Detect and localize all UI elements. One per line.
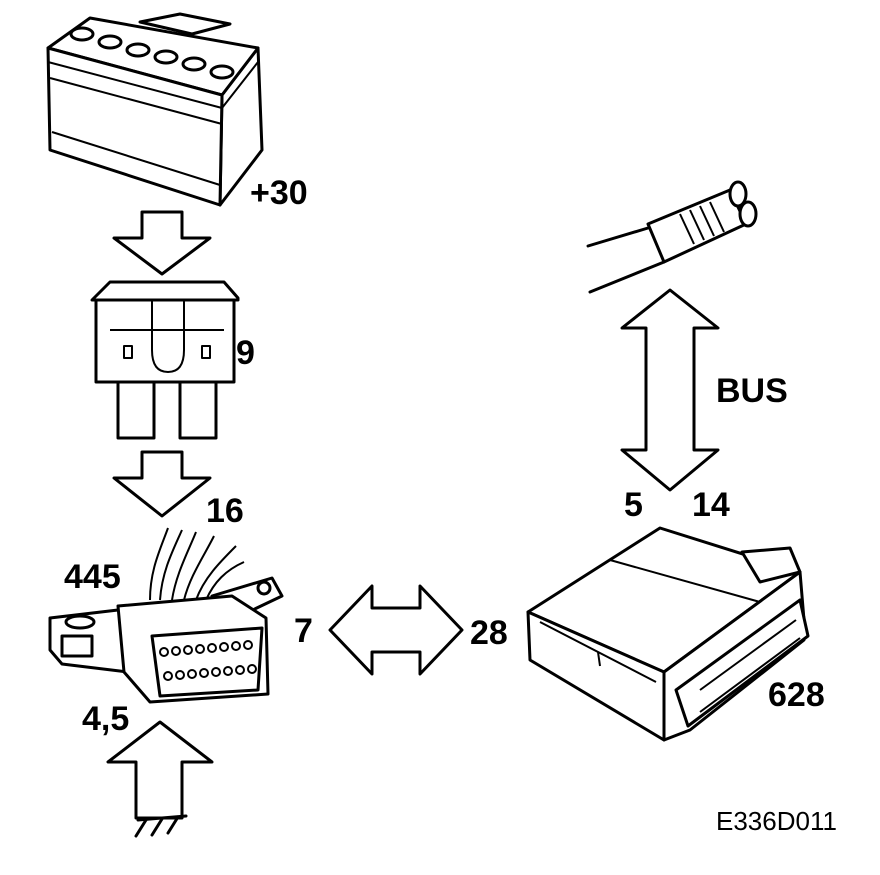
bus-cable-icon [586,180,758,294]
ground-pins-label: 4,5 [82,700,130,738]
down-arrow-2 [112,450,212,518]
double-arrow-vertical [620,288,720,492]
battery-terminal-label: +30 [250,174,308,212]
double-arrow-horizontal [328,584,464,676]
wire-16-label: 16 [206,492,244,530]
control-module-icon [526,526,810,742]
ecu-pin-14-label: 14 [692,486,730,524]
battery-icon [46,12,264,207]
connector-pin-7-label: 7 [294,612,313,650]
fuse-icon [90,280,240,440]
fuse-number-label: 9 [236,334,255,372]
diagnostic-connector-icon [48,527,284,704]
down-arrow-1 [112,210,212,276]
ground-icon [134,814,188,838]
ecu-number-label: 628 [768,676,825,714]
ecu-pin-5-label: 5 [624,486,643,524]
up-arrow-ground [106,720,214,820]
bus-label: BUS [716,372,788,410]
ecu-pin-28-label: 28 [470,614,508,652]
figure-code: E336D011 [716,806,837,836]
wire-445-label: 445 [64,558,121,596]
